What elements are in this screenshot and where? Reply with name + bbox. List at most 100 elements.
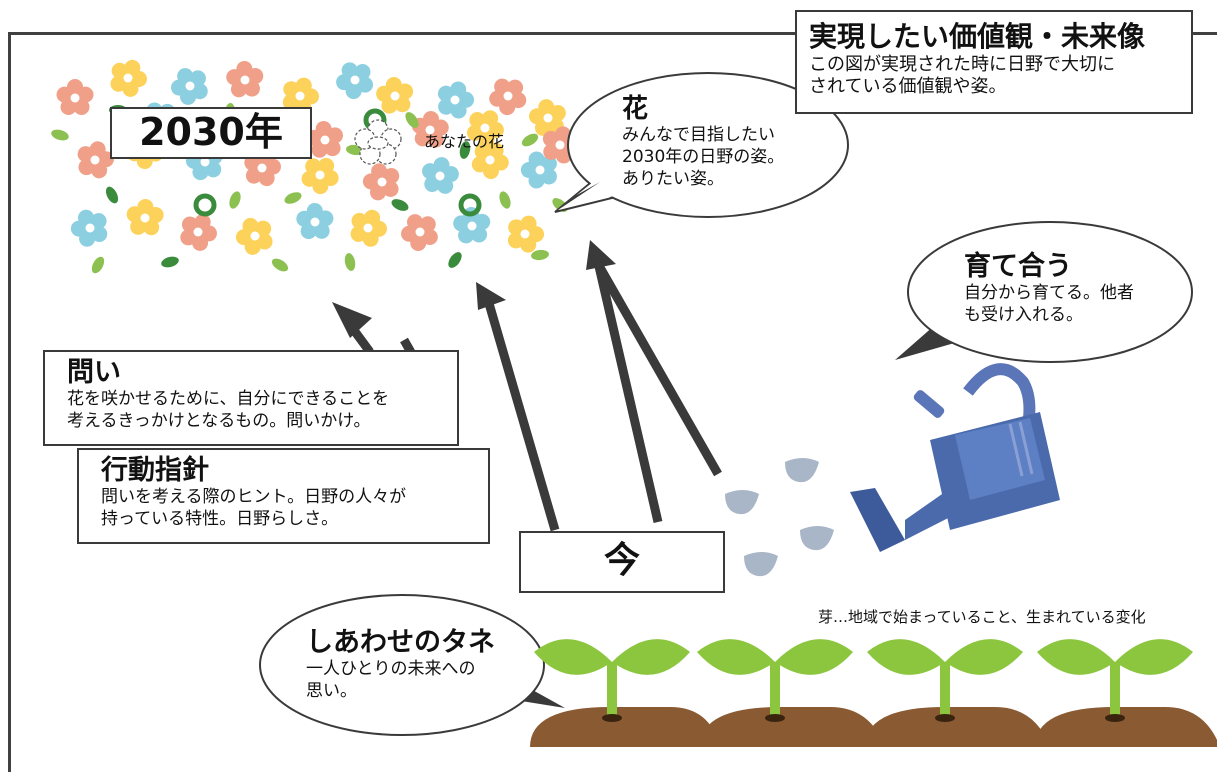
ring-leaf-icon (193, 193, 217, 217)
flower-center (200, 157, 210, 167)
flower-center (250, 231, 260, 241)
flower-center (185, 81, 195, 91)
leaf-icon (459, 141, 471, 159)
leaf-icon (284, 192, 302, 204)
sprout-leaf-icon (1115, 639, 1193, 675)
nurture-bubble-line-2: も受け入れる。 (964, 305, 1083, 325)
leaf-icon (91, 256, 105, 274)
flower-center (535, 165, 545, 175)
nurture-bubble (895, 221, 1193, 363)
guideline-line-2: 持っている特性。日野らしさ。 (101, 509, 339, 529)
seed-icon (1105, 714, 1125, 722)
flower-center (377, 177, 387, 187)
leaf-icon (531, 249, 549, 261)
now-box: 今 (519, 531, 725, 593)
flower-center (543, 113, 553, 123)
leaf-icon (499, 191, 511, 209)
leaf-icon (229, 191, 241, 209)
sprout-leaf-icon (697, 639, 775, 675)
sprout-leaf-icon (612, 639, 690, 675)
diagram-frame (8, 32, 1217, 772)
flower-center (485, 155, 495, 165)
now-label: 今 (603, 540, 640, 581)
sprout-leaf-icon (867, 639, 945, 675)
flower-center (363, 223, 373, 233)
leaf-icon (521, 133, 539, 147)
seed-icon (935, 714, 955, 722)
flower-center (415, 227, 425, 237)
leaf-icon (391, 199, 409, 211)
arrow-guideline (483, 298, 560, 532)
flower-center (520, 229, 530, 239)
nurture-bubble-line-1: 自分から育てる。他者 (964, 283, 1134, 303)
seed-bubble-line-1: 一人ひとりの未来への (306, 659, 476, 679)
values-line-2: されている価値観や姿。 (809, 76, 1007, 97)
your-flower-outline-icon (354, 119, 402, 165)
flower-center (123, 73, 133, 83)
water-drops (725, 458, 834, 577)
sprout-caption: 芽…地域で始まっていること、生まれている変化 (818, 608, 1146, 626)
values-title: 実現したい価値観・未来像 (809, 20, 1146, 53)
flower-center (350, 75, 360, 85)
leaf-icon (448, 252, 462, 268)
seed-icon (602, 714, 622, 722)
leaf-icon (51, 129, 69, 141)
arrow-now (593, 260, 663, 524)
leaf-icon (405, 112, 419, 128)
flower-center (320, 135, 330, 145)
sprout-leaf-icon (945, 639, 1023, 675)
guideline-title: 行動指針 (101, 455, 209, 486)
question-box: 問い 花を咲かせるために、自分にできることを 考えるきっかけとなるもの。問いかけ… (43, 350, 459, 446)
flower-center (193, 227, 203, 237)
flower-center (555, 140, 565, 150)
flower-center (503, 91, 513, 101)
question-line-2: 考えるきっかけとなるもの。問いかけ。 (67, 411, 371, 431)
flower-center (310, 217, 320, 227)
diagram-artwork (51, 53, 1217, 747)
question-line-1: 花を咲かせるために、自分にできることを (67, 389, 390, 409)
flower-center (140, 213, 150, 223)
flower-center (435, 171, 445, 181)
flower-center (450, 95, 460, 105)
seed-bubble-line-2: 思い。 (306, 681, 357, 701)
arrow-nurture (594, 261, 722, 477)
soil-mounds (530, 707, 1217, 747)
values-line-1: この図が実現された時に日野で大切に (809, 54, 1115, 75)
leaf-icon (105, 186, 119, 204)
flower-bubble-line-1: みんなで目指したい (622, 125, 775, 145)
seed-icon (765, 714, 785, 722)
guideline-box: 行動指針 問いを考える際のヒント。日野の人々が 持っている特性。日野らしさ。 (77, 448, 490, 544)
sprouts (534, 639, 1193, 722)
flower-center (70, 93, 80, 103)
flower-center (240, 75, 250, 85)
flower-center (85, 223, 95, 233)
flower-center (480, 123, 490, 133)
flower-center (315, 170, 325, 180)
watering-can-icon (850, 363, 1060, 552)
ring-leaf-icon (458, 193, 482, 217)
seed-bubble (259, 594, 565, 736)
flower-center (390, 91, 400, 101)
flower-bubble-line-2: 2030年の日野の姿。 (622, 147, 785, 167)
flower-bubble (554, 72, 849, 218)
flower-bubble-line-3: ありたい姿。 (622, 169, 724, 189)
leaf-icon (344, 253, 356, 271)
flower-field (51, 53, 584, 274)
seed-bubble-text: しあわせのタネ 一人ひとりの未来への 思い。 (306, 628, 495, 702)
flower-bubble-text: 花 みんなで目指したい 2030年の日野の姿。 ありたい姿。 (622, 94, 784, 190)
values-box: 実現したい価値観・未来像 この図が実現された時に日野で大切に されている価値観や… (795, 10, 1193, 114)
sprout-leaf-icon (1037, 639, 1115, 675)
nurture-bubble-title: 育て合う (964, 251, 1072, 282)
flower-center (467, 221, 477, 231)
leaf-icon (161, 256, 179, 268)
guideline-line-1: 問いを考える際のヒント。日野の人々が (101, 487, 407, 507)
seed-bubble-title: しあわせのタネ (306, 627, 495, 658)
question-title: 問い (67, 357, 121, 388)
flower-center (425, 125, 435, 135)
sprout-leaf-icon (775, 639, 853, 675)
nurture-bubble-text: 育て合う 自分から育てる。他者 も受け入れる。 (964, 252, 1134, 326)
flower-center (295, 91, 305, 101)
sprout-leaf-icon (534, 639, 612, 675)
year-label-text: 2030年 (139, 110, 283, 154)
flower-center (257, 163, 267, 173)
